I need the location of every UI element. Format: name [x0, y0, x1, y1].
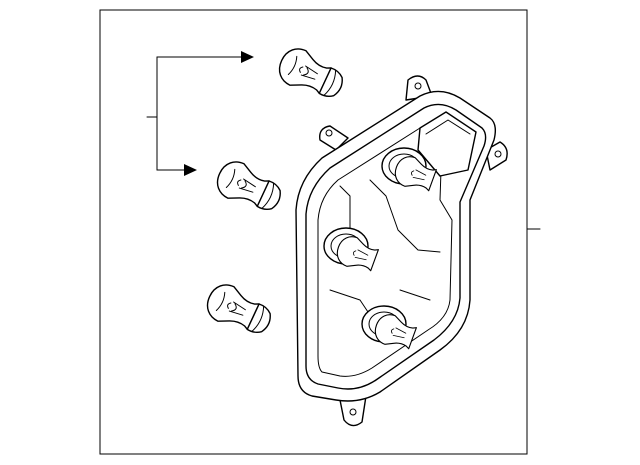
housing-rim — [305, 103, 487, 390]
diagram-frame — [99, 9, 528, 455]
lamp-bulb-icon — [200, 278, 278, 342]
mounting-tab-left — [319, 125, 349, 151]
arrowhead-icon — [241, 51, 254, 63]
lamp-bulb-icon — [210, 155, 288, 219]
lamp-socket-housing — [295, 75, 508, 427]
mounting-tab-right — [485, 141, 508, 171]
mounting-tab-bottom — [339, 395, 367, 427]
arrowhead-icon — [184, 164, 197, 176]
housing-cavity — [317, 127, 453, 377]
bulb-callout — [146, 51, 254, 176]
lamp-bulb-icon — [272, 42, 350, 106]
